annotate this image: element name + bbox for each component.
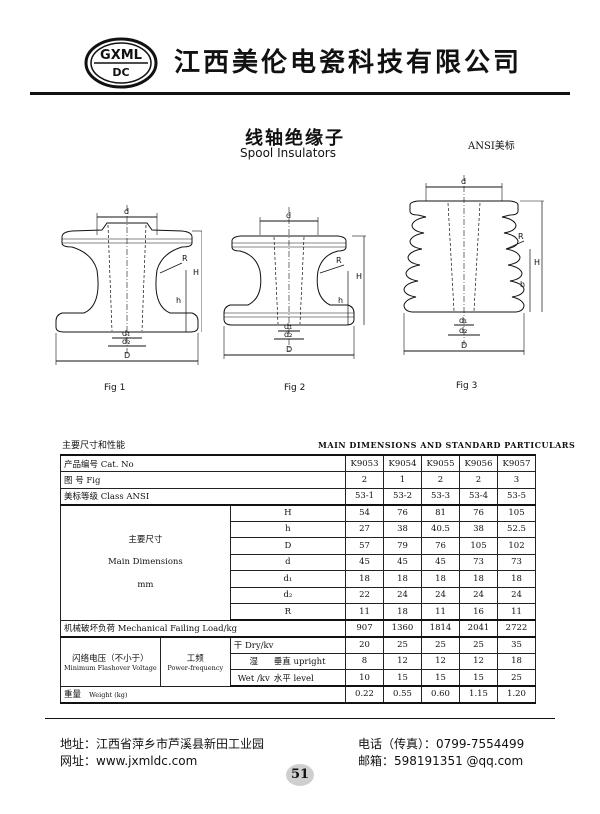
freq-cell: 工频 Power-frequency — [159, 636, 231, 687]
svg-text:h: h — [520, 280, 525, 289]
fig-1-label: Fig 1 — [104, 383, 126, 393]
footer-phone: 电话（传真）：0799-7554499 — [358, 737, 525, 751]
figure-3: d H h R d₁ d₂ D Fig 3 — [392, 175, 552, 391]
svg-text:d₁: d₁ — [284, 322, 292, 331]
page-number: 51 — [286, 764, 314, 786]
fig-2-drawing: d H h R d₁ d₂ D — [223, 207, 366, 359]
svg-text:R: R — [336, 256, 342, 265]
weight-label: 重量 Weight (kg) — [60, 685, 346, 704]
fig-label: 图 号 Fig — [60, 471, 346, 489]
table-row: 产品编号 Cat. No K9053 K9054 K9055 K9056 K90… — [60, 454, 536, 472]
svg-text:H: H — [356, 272, 362, 281]
svg-text:d₂: d₂ — [122, 337, 130, 346]
fig-1-drawing: d H h R d₁ d₂ D — [55, 205, 202, 365]
svg-text:d₁: d₁ — [122, 329, 130, 338]
figure-1: d H h R d₁ d₂ D Fig 1 — [52, 195, 202, 393]
page-title-cn: 线轴绝缘子 — [245, 128, 345, 149]
logo-text-bottom: DC — [112, 66, 129, 79]
failing-load-label: 机械破坏负荷 Mechanical Failing Load/kg — [60, 619, 346, 638]
footer-website[interactable]: 网址：www.jxmldc.com — [60, 754, 198, 768]
svg-text:R: R — [518, 232, 524, 241]
table-row: 美标等级 Class ANSI 53-1 53-2 53-3 53-4 53-5 — [60, 487, 536, 506]
svg-text:D: D — [461, 341, 467, 350]
main-dims-cell: 主要尺寸 Main Dimensions mm — [60, 504, 231, 621]
table-row: 湿垂直 upright 8 12 12 12 18 — [61, 652, 536, 670]
svg-text:H: H — [534, 258, 540, 267]
company-name: 江西美伦电瓷科技有限公司 — [174, 48, 523, 78]
table-row: d₂ 22 24 24 24 24 — [61, 586, 536, 604]
table-row: 机械破坏负荷 Mechanical Failing Load/kg 907 13… — [60, 619, 536, 638]
table-row: 图 号 Fig 2 1 2 2 3 — [60, 471, 536, 489]
figure-2: d H h R d₁ d₂ D Fig 2 — [218, 207, 368, 393]
standard-label: ANSI美标 — [468, 141, 515, 152]
spec-table: 产品编号 Cat. No K9053 K9054 K9055 K9056 K90… — [60, 454, 536, 704]
page-title-en: Spool Insulators — [240, 146, 336, 160]
table-row: 重量 Weight (kg) 0.22 0.55 0.60 1.15 1.20 — [60, 685, 536, 704]
header-rule — [30, 92, 570, 95]
svg-text:d₂: d₂ — [459, 326, 467, 335]
class-label: 美标等级 Class ANSI — [60, 487, 346, 506]
svg-text:H: H — [193, 268, 199, 277]
fig-2-label: Fig 2 — [284, 383, 306, 393]
svg-text:d: d — [461, 177, 466, 186]
svg-text:d: d — [124, 207, 129, 216]
svg-text:h: h — [176, 296, 181, 305]
logo-text-top: GXML — [100, 48, 142, 63]
svg-text:D: D — [286, 345, 292, 354]
svg-text:d: d — [286, 211, 291, 220]
svg-text:d₂: d₂ — [284, 330, 292, 339]
figures: d H h R d₁ d₂ D Fig 1 — [40, 175, 560, 400]
svg-text:d₁: d₁ — [459, 316, 467, 325]
dry-label: 干 Dry/kv — [229, 636, 347, 654]
table-caption-cn: 主要尺寸和性能 — [62, 441, 126, 451]
company-logo: GXML DC — [84, 36, 158, 90]
fig-3-label: Fig 3 — [456, 381, 478, 391]
table-row: d₁ 18 18 18 18 18 — [61, 570, 536, 588]
footer-rule — [45, 718, 555, 719]
upright-label: 湿垂直 upright — [229, 652, 347, 670]
table-caption-en: MAIN DIMENSIONS AND STANDARD PARTICULARS — [318, 440, 576, 450]
footer-email[interactable]: 邮箱：598191351 @qq.com — [358, 754, 524, 768]
svg-text:R: R — [182, 254, 188, 263]
table-row: R 11 18 11 16 11 — [61, 603, 536, 621]
catno-label: 产品编号 Cat. No — [60, 454, 346, 472]
fig-3-drawing: d H h R d₁ d₂ D — [403, 175, 544, 355]
svg-text:D: D — [124, 351, 130, 360]
svg-text:h: h — [338, 296, 343, 305]
header: GXML DC 江西美伦电瓷科技有限公司 — [28, 32, 578, 98]
table-row: 主要尺寸 Main Dimensions mm H 54 76 81 76 10… — [60, 504, 536, 621]
flashover-cell: 闪络电压（不小于） Minimum Flashover Voltage — [60, 636, 161, 687]
table-row: 闪络电压（不小于） Minimum Flashover Voltage 工频 P… — [60, 636, 536, 687]
footer-address: 地址：江西省萍乡市芦溪县新田工业园 — [60, 737, 265, 751]
